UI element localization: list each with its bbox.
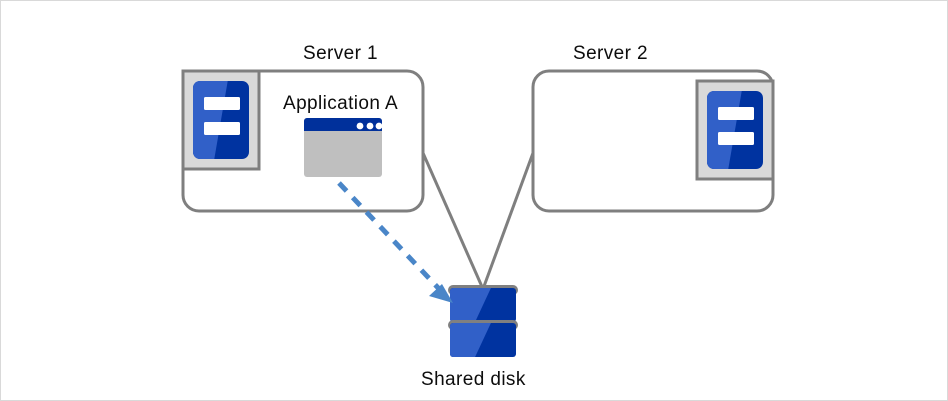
dashed-arrow-shaft (337, 181, 444, 294)
database-disk-icon (448, 285, 518, 357)
server-icon-bar-top (718, 107, 754, 120)
dashed-arrow-head (429, 284, 453, 303)
shared-disk-node[interactable] (448, 285, 518, 357)
server1-icon-group (181, 69, 261, 171)
application-a-label: Application A (283, 93, 399, 114)
server-icon (707, 91, 763, 169)
server-icon (193, 81, 249, 159)
server-icon-bar-bottom (204, 122, 240, 135)
application-window-body (304, 118, 382, 177)
application-window-dot (356, 122, 364, 130)
server1-label: Server 1 (303, 43, 379, 64)
connector-server2-to-disk (481, 152, 535, 290)
disk-platter-top (450, 288, 516, 322)
server-icon-bar-bottom (718, 132, 754, 145)
connector-group (421, 152, 535, 290)
shared-disk-label: Shared disk (421, 369, 526, 390)
server-icon-bar-top (204, 97, 240, 110)
server1-node[interactable] (181, 69, 425, 213)
application-window-dot (366, 122, 374, 130)
disk-platter-bottom (450, 323, 516, 357)
server2-label: Server 2 (573, 43, 649, 64)
application-window-icon[interactable] (304, 118, 383, 177)
server2-icon-group (695, 79, 775, 181)
connector-server1-to-disk (421, 152, 485, 290)
application-window-dot (375, 122, 383, 130)
server2-node[interactable] (531, 69, 775, 213)
application-a-to-shared-disk-arrow (337, 181, 453, 303)
